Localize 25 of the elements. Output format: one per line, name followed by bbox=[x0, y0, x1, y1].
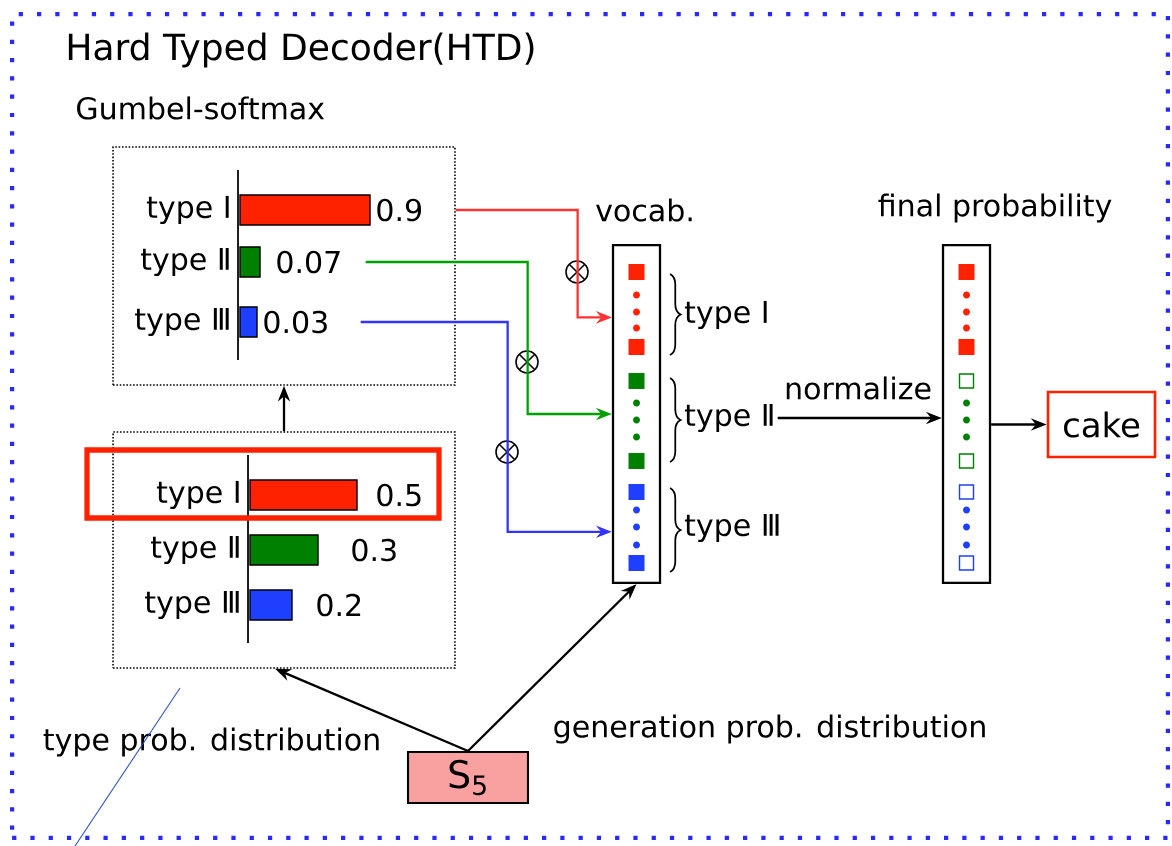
row-label: type Ⅰ bbox=[156, 480, 239, 510]
row-label: type Ⅱ bbox=[141, 247, 229, 277]
node-label: vocab. bbox=[596, 198, 692, 222]
state-box: S$_{5}$ bbox=[406, 750, 530, 805]
node-label: Gumbel-softmax bbox=[77, 96, 325, 120]
row-label: type Ⅰ bbox=[146, 195, 229, 225]
row-label: type Ⅱ bbox=[151, 535, 239, 565]
edge-label: normalize bbox=[786, 376, 931, 400]
edge-label: generation prob. distribution bbox=[554, 714, 985, 744]
node-label: final probability bbox=[878, 193, 1112, 223]
value-label: 0.07 bbox=[277, 250, 340, 274]
value-label: 0.2 bbox=[317, 593, 361, 617]
row-label: type Ⅲ bbox=[145, 590, 239, 620]
output-box: cake bbox=[1046, 390, 1157, 459]
value-label: 0.03 bbox=[264, 310, 327, 334]
row-label: type Ⅲ bbox=[135, 307, 229, 337]
brace-label: type Ⅱ bbox=[684, 403, 773, 433]
brace-label: type Ⅲ bbox=[684, 513, 779, 543]
value-label: 0.9 bbox=[377, 198, 421, 222]
value-label: 0.5 bbox=[377, 483, 421, 507]
value-label: 0.3 bbox=[352, 538, 396, 562]
title: Hard Typed Decoder(HTD) bbox=[68, 32, 534, 68]
brace-label: type Ⅰ bbox=[684, 300, 767, 330]
dotted-frame bbox=[10, 12, 1170, 841]
dotted-panel bbox=[112, 431, 456, 669]
